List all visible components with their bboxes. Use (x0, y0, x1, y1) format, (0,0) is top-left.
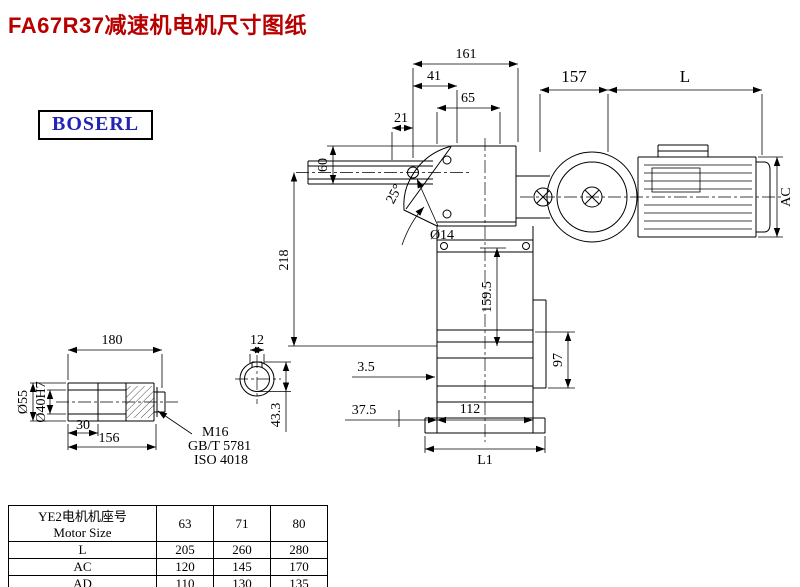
value-L-80: 280 (270, 541, 328, 559)
table-header-motor-size: YE2电机机座号 Motor Size (8, 505, 157, 542)
dim-3-5-label: 3.5 (357, 360, 375, 375)
dim-AC: AC (758, 156, 794, 238)
dim-157: 157 (539, 67, 609, 152)
shaft-end-view (239, 361, 275, 397)
dim-12-label: 12 (250, 333, 264, 348)
thread-hatch (126, 386, 154, 418)
terminal-box (657, 144, 709, 157)
output-shaft (307, 160, 433, 185)
table-header-row: YE2电机机座号 Motor Size 63 71 80 (8, 505, 328, 542)
dim-156: 156 (67, 424, 157, 451)
dim-21-label: 21 (394, 111, 408, 126)
dim-30-label: 30 (76, 418, 90, 433)
dim-112: 112 (437, 402, 533, 424)
dim-angle-label: 25° (384, 182, 406, 206)
motor-size-table: YE2电机机座号 Motor Size 63 71 80 L 205 260 2… (8, 505, 328, 587)
dim-dia40-label: Ø40H7 (34, 381, 49, 422)
frame-size-63: 63 (156, 505, 214, 542)
thread-notes: M16 GB/T 5781 ISO 4018 (157, 410, 251, 468)
angle-annotation: 25° (384, 182, 425, 246)
row-label-AC: AC (8, 558, 157, 576)
dim-AC-label: AC (779, 187, 794, 206)
frame-size-71: 71 (213, 505, 271, 542)
dim-L-label: L (680, 67, 690, 86)
brand-logo-text: BOSERL (52, 113, 140, 135)
dim-dia55-label: Ø55 (16, 390, 31, 414)
dim-41: 41 (413, 69, 458, 143)
shaft-detail (67, 382, 166, 422)
dim-21: 21 (391, 111, 413, 160)
dim-159-5: 159.5 (480, 247, 506, 346)
value-AC-80: 170 (270, 558, 328, 576)
note-m16: M16 (202, 425, 228, 440)
value-L-63: 205 (156, 541, 214, 559)
dim-43-3: 43.3 (259, 361, 291, 432)
dim-97-label: 97 (551, 353, 566, 367)
motor-fins (644, 164, 752, 230)
dim-97: 97 (535, 331, 575, 389)
dim-180: 180 (67, 333, 163, 388)
value-AD-80: 135 (270, 575, 328, 587)
dim-156-label: 156 (99, 431, 120, 446)
shaft-pin-hole (407, 166, 419, 179)
dim-159-5-label: 159.5 (480, 281, 495, 313)
dim-dia55: Ø55 (16, 382, 66, 422)
dim-60-label: 60 (316, 158, 331, 172)
housing-body (436, 226, 547, 418)
dim-180-label: 180 (102, 333, 123, 348)
row-label-L: L (8, 541, 157, 559)
table-row-L: L 205 260 280 (8, 541, 328, 559)
dim-dia14: Ø14 (416, 178, 454, 243)
dim-dia14-label: Ø14 (430, 228, 454, 243)
brand-logo-box: BOSERL (38, 110, 154, 140)
value-AD-71: 130 (213, 575, 271, 587)
table-header-cn: YE2电机机座号 (38, 509, 127, 524)
table-row-AC: AC 120 145 170 (8, 558, 328, 576)
dim-41-label: 41 (427, 69, 441, 84)
dim-L1: L1 (424, 436, 546, 468)
dim-L1-label: L1 (477, 453, 493, 468)
frame-size-80: 80 (270, 505, 328, 542)
row-label-AD: AD (8, 575, 157, 587)
value-L-71: 260 (213, 541, 271, 559)
dim-37-5-label: 37.5 (352, 403, 377, 418)
dim-3-5: 3.5 (352, 360, 435, 381)
motor-flange (546, 151, 638, 243)
table-row-AD: AD 110 130 135 (8, 575, 328, 587)
note-iso-4018: ISO 4018 (194, 453, 248, 468)
value-AD-63: 110 (156, 575, 214, 587)
housing-top (403, 145, 517, 227)
motor-nameplate (651, 167, 701, 193)
dim-65-label: 65 (461, 91, 475, 106)
dim-43-3-label: 43.3 (269, 403, 284, 428)
dim-161-label: 161 (456, 47, 477, 62)
page-title: FA67R37减速机电机尺寸图纸 (8, 13, 307, 38)
dim-dia40: Ø40H7 (34, 381, 66, 423)
value-AC-63: 120 (156, 558, 214, 576)
dim-60: 60 (316, 145, 452, 184)
table-header-en: Motor Size (53, 525, 112, 540)
dim-157-label: 157 (561, 67, 587, 86)
dim-30: 30 (68, 418, 99, 437)
fan-cover (756, 161, 771, 233)
dim-65: 65 (436, 91, 501, 144)
dim-218-label: 218 (277, 250, 292, 271)
dim-112-label: 112 (460, 402, 480, 417)
dim-L: L (608, 67, 763, 155)
dim-218: 218 (277, 172, 437, 347)
note-gbt-5781: GB/T 5781 (188, 439, 251, 454)
value-AC-71: 145 (213, 558, 271, 576)
dim-37-5: 37.5 (345, 403, 437, 427)
